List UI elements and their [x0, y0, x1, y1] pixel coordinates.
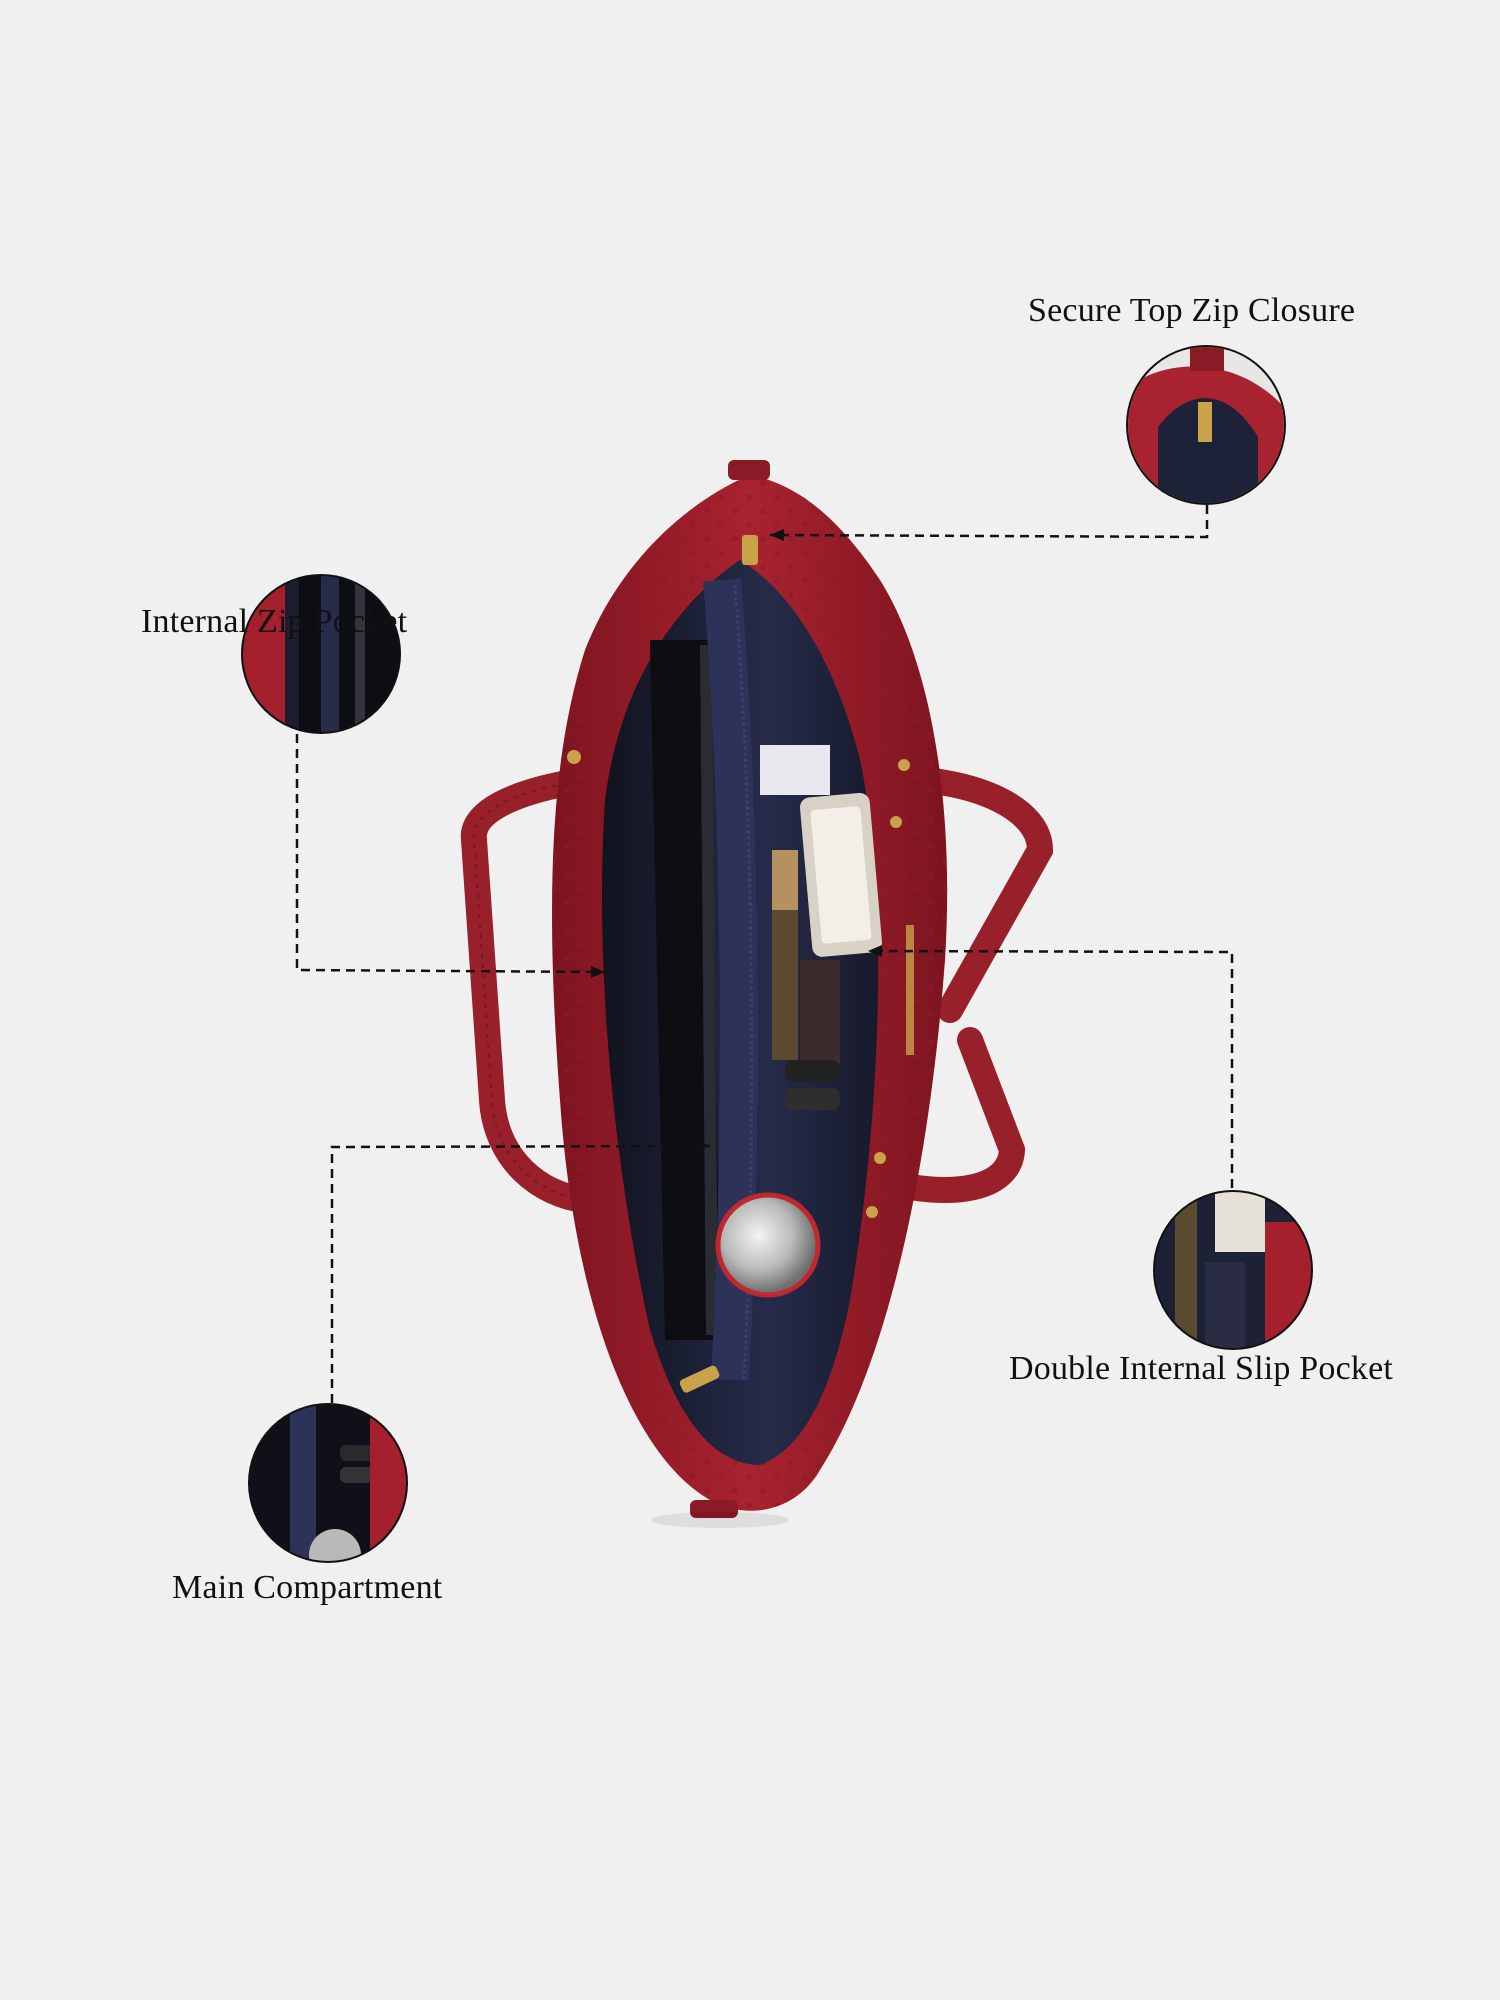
main-compartment-leader-line [330, 1144, 711, 1403]
main-compartment-zoom [248, 1403, 408, 1563]
zip-leader-line [769, 505, 1209, 539]
internal-pocket-leader-line [295, 734, 606, 974]
water-bottle [720, 1197, 816, 1293]
internal-pocket-label: Internal Zip Pocket [141, 603, 408, 640]
top-zip-pull [742, 535, 758, 565]
double-slip-pocket-label: Double Internal Slip Pocket [1009, 1350, 1394, 1387]
zip-closure-zoom [1126, 345, 1286, 505]
zip-closure-label: Secure Top Zip Closure [1028, 292, 1356, 329]
internal-pocket-zoom [241, 574, 401, 734]
bottom-zip-pull [679, 1365, 720, 1393]
main-compartment-label: Main Compartment [172, 1569, 443, 1606]
double-slip-pocket-zoom [1153, 1190, 1313, 1350]
double-pocket-leader-line [867, 949, 1234, 1188]
